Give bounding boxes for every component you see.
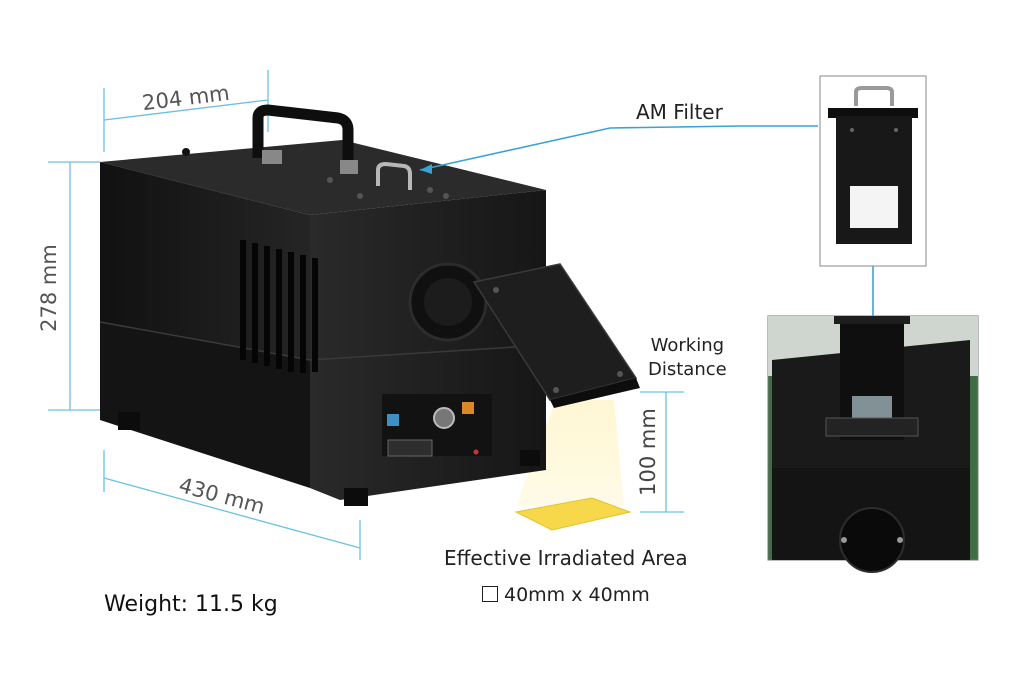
vent-grid (240, 240, 318, 373)
effective-area-size: 40mm x 40mm (482, 584, 650, 606)
working-distance-value-label: 100 mm (636, 408, 660, 496)
dimension-lines (48, 70, 684, 560)
irradiated-area (514, 497, 632, 531)
light-source-device (99, 104, 640, 506)
weight-label: Weight: 11.5 kg (104, 592, 278, 617)
working-distance-line-2: Distance (648, 359, 727, 380)
am-filter-photo (819, 75, 927, 267)
shutter-button (462, 402, 474, 414)
working-distance-line-1: Working (650, 335, 725, 356)
working-distance-label: Working Distance (648, 334, 727, 382)
intensity-knob (433, 407, 455, 429)
square-symbol-icon (482, 586, 498, 602)
am-filter-callout (419, 125, 874, 316)
height-dimension-label: 278 mm (37, 244, 61, 332)
effective-area-title: Effective Irradiated Area (444, 546, 688, 570)
timer-display (387, 439, 433, 457)
power-button (387, 414, 399, 426)
installed-filter-photo (767, 315, 979, 573)
am-filter-label: AM Filter (636, 100, 723, 124)
effective-area-size-text: 40mm x 40mm (504, 584, 650, 606)
light-beam (516, 400, 624, 506)
